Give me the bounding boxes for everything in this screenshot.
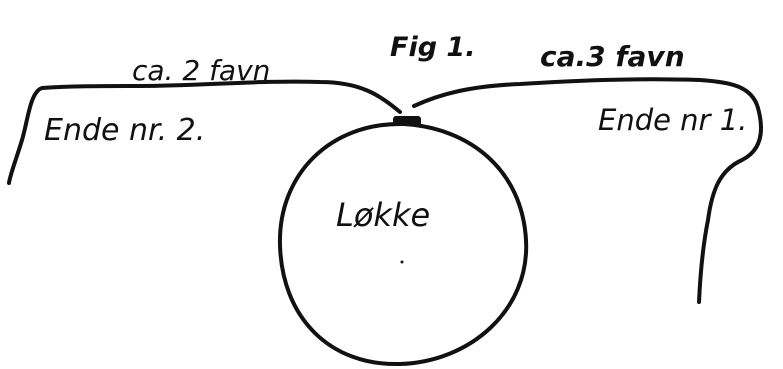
loop-label: Løkke bbox=[336, 196, 430, 234]
left-end-label: Ende nr. 2. bbox=[44, 113, 205, 148]
right-end-label: Ende nr 1. bbox=[598, 103, 747, 137]
right-rope bbox=[412, 77, 763, 304]
center-dot bbox=[400, 260, 404, 264]
figure-title: Fig 1. bbox=[390, 32, 475, 63]
right-length-label: ca.3 favn bbox=[540, 40, 685, 73]
loop-circle bbox=[277, 121, 529, 367]
left-length-label: ca. 2 favn bbox=[132, 54, 270, 87]
left-rope bbox=[7, 79, 402, 185]
